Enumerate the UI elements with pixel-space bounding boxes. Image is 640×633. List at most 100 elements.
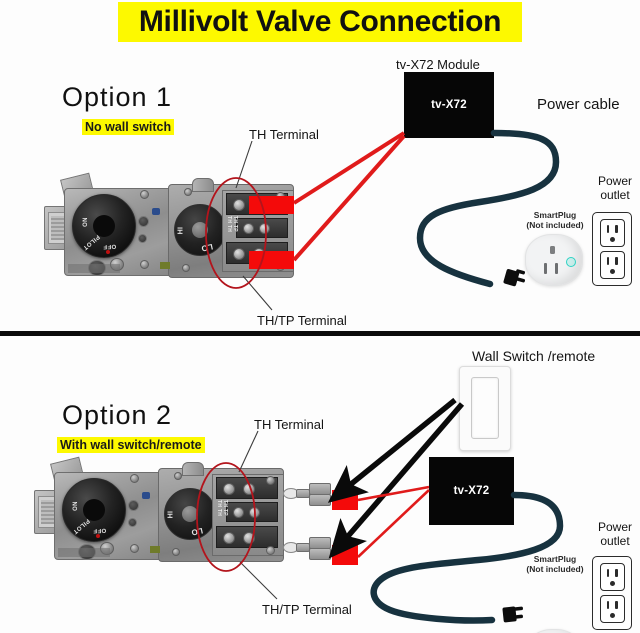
thtp-terminal-label-2: TH/TP Terminal — [262, 602, 352, 617]
th-terminal-label-2: TH Terminal — [254, 417, 324, 432]
wall-switch[interactable] — [459, 366, 511, 451]
smartplug-1-led-icon — [566, 257, 576, 267]
valve2-knob-off-text: OFF — [92, 526, 107, 534]
valve2-port-hole-1 — [128, 500, 139, 511]
valve-dial-lo-text: LO — [200, 241, 214, 254]
power-outlet-1 — [592, 212, 632, 286]
valve-screw-1 — [140, 190, 149, 199]
wall-switch-label: Wall Switch /remote — [472, 348, 596, 364]
valve-port-hole-2 — [138, 234, 147, 243]
thtp-terminal-block-2 — [216, 526, 278, 548]
spade-connector-pair-bottom — [283, 537, 339, 560]
red-wire-thtp-1 — [292, 134, 406, 262]
th-terminal-2-screw-2 — [243, 483, 255, 495]
thtp-middle-block — [236, 218, 288, 238]
smartplug-caption-2-line2: (Not included) — [526, 563, 584, 574]
power-outlet-caption-2-line2: outlet — [600, 533, 630, 548]
power-plug-1 — [503, 269, 526, 287]
valve2-hilo-dial: HI LO — [164, 488, 216, 540]
tv-x72-module-1-label: tv-X72 — [431, 99, 467, 111]
valve-top-stem — [192, 178, 214, 192]
power-outlet-1-socket-bottom — [599, 251, 625, 279]
option-1-heading: Option 1 — [62, 82, 173, 112]
thtp-terminal-label-1: TH/TP Terminal — [257, 313, 347, 328]
valve2-model-plate — [58, 548, 110, 557]
thtp-terminal-2-screw-2 — [243, 532, 255, 544]
valve2-port-hole-2 — [128, 518, 137, 527]
valve-screw-3 — [184, 188, 192, 196]
smartplug-1 — [525, 234, 583, 286]
title-banner: Millivolt Valve Connection — [118, 2, 522, 42]
red-wire-th-1 — [292, 131, 406, 205]
power-outlet-2 — [592, 556, 632, 630]
power-outlet-caption-1-line1: Power — [597, 174, 632, 188]
smartplug-2 — [525, 629, 583, 633]
option-1-subtitle-wrap: No wall switch — [82, 118, 175, 136]
thtp-marking-text: TH TP — [232, 216, 238, 232]
th-terminal-label-1: TH Terminal — [249, 127, 319, 142]
valve-knob-pilot-text: PILOT — [81, 233, 101, 251]
page-title: Millivolt Valve Connection — [138, 5, 502, 38]
thtp-terminal-red-block-2 — [332, 545, 358, 565]
smartplug-caption-2: SmartPlug (Not included) — [516, 554, 594, 575]
thtp-marking-text-2: TH TP — [222, 500, 228, 516]
valve2-dial-lo-text: LO — [190, 525, 204, 538]
option-2-heading: Option 2 — [62, 400, 173, 430]
valve-screw-2 — [140, 260, 149, 269]
panel-divider — [0, 331, 640, 336]
tv-x72-module-2: tv-X72 — [429, 457, 514, 525]
valve2-knob-pilot-text: PILOT — [71, 517, 91, 535]
wall-switch-rocker[interactable] — [471, 377, 499, 439]
valve-dial-hi-text: HI — [177, 226, 185, 235]
spade-blade-top-2 — [309, 494, 331, 506]
spade-connector-pair-top — [283, 483, 339, 506]
thtp-middle-screw-2 — [259, 223, 270, 234]
spade-blade-bottom-2 — [309, 548, 331, 560]
smartplug-caption-1-line2: (Not included) — [526, 219, 584, 230]
power-outlet-caption-2-line1: Power — [597, 520, 632, 534]
valve-red-dot — [106, 250, 110, 254]
power-cable-label-1: Power cable — [537, 96, 620, 113]
valve2-terminal-screw-tr — [266, 476, 275, 485]
valve2-dial-hi-text: HI — [167, 510, 175, 519]
valve-hilo-dial: HI LO — [174, 204, 226, 256]
valve-onoff-knob: ON OFF PILOT — [72, 194, 136, 258]
thtp-middle-2-screw-2 — [249, 507, 260, 518]
red-wire-thtp-2 — [357, 489, 430, 558]
th-terminal-2-screw-1 — [223, 483, 235, 495]
thtp-middle-screw-1 — [243, 223, 254, 234]
valve2-screw-1 — [130, 474, 139, 483]
valve-model-plate — [68, 264, 120, 273]
valve2-blue-mark — [142, 492, 150, 499]
gas-valve-2: ON OFF PILOT HI LO TH TH TH TP — [34, 456, 284, 570]
th-terminal-red-block-2 — [332, 490, 358, 510]
smartplug-1-button — [550, 246, 555, 254]
thtp-terminal-screw-1 — [233, 248, 245, 260]
smartplug-caption-1: SmartPlug (Not included) — [516, 210, 594, 231]
thtp-middle-2-screw-1 — [233, 507, 244, 518]
th-terminal-screw-1 — [233, 199, 245, 211]
tv-x72-module-2-label: tv-X72 — [453, 485, 490, 497]
thtp-middle-block-2 — [226, 502, 278, 522]
option-1-subtitle: No wall switch — [82, 119, 175, 135]
red-wire-th-2 — [357, 485, 430, 502]
power-outlet-1-socket-top — [599, 219, 625, 247]
valve2-knob-on-text: ON — [72, 501, 79, 511]
valve-green-mark — [160, 262, 170, 269]
thtp-terminal-2-screw-1 — [223, 532, 235, 544]
power-outlet-caption-1-line2: outlet — [600, 187, 630, 202]
valve2-screw-2 — [130, 544, 139, 553]
valve-port-hole-1 — [138, 216, 149, 227]
option-2-subtitle-wrap: With wall switch/remote — [57, 436, 205, 454]
valve2-top-stem — [182, 462, 204, 476]
valve-screw-4 — [182, 264, 190, 272]
tv-x72-module-1: tv-X72 — [404, 72, 494, 138]
power-outlet-2-socket-top — [599, 563, 625, 591]
tv-x72-module-caption: tv-X72 Module — [396, 57, 480, 72]
valve-knob-off-text: OFF — [102, 242, 117, 250]
thtp-terminal-red-block-1 — [249, 251, 294, 269]
power-outlet-caption-2: Power outlet — [590, 520, 640, 549]
gas-valve-1: ON OFF PILOT HI LO TH TH — [44, 172, 294, 286]
valve2-onoff-knob: ON OFF PILOT — [62, 478, 126, 542]
